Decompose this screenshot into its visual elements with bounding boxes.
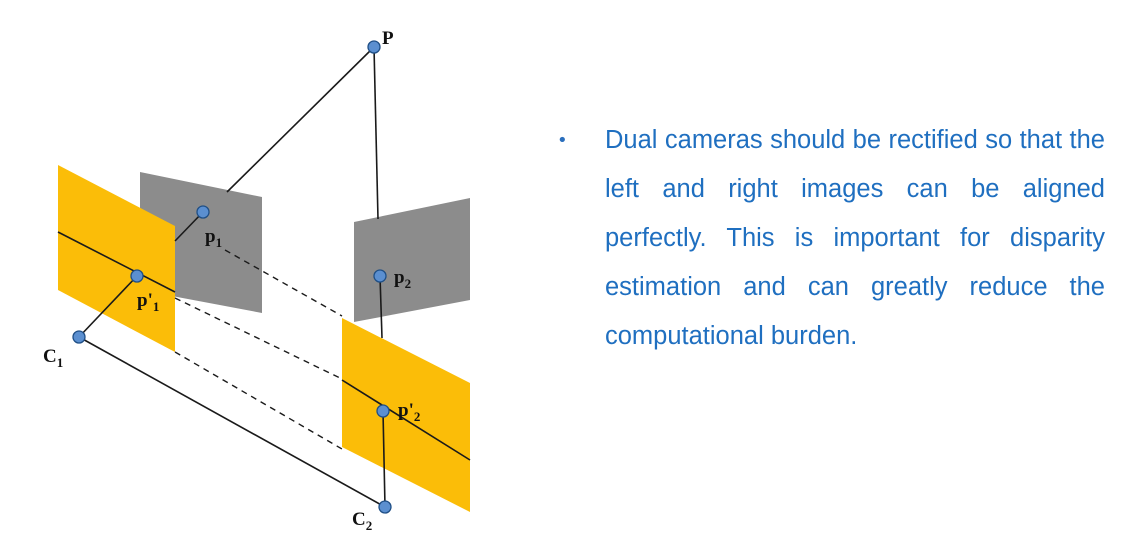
bullet-list: • Dual cameras should be rectified so th… [555,116,1115,361]
bullet-text: Dual cameras should be rectified so that… [605,126,1105,350]
point-C2 [378,500,392,514]
bullet-item: • Dual cameras should be rectified so th… [555,116,1115,361]
label-p1-prime: p'1 [137,290,159,314]
dashed-epipolar-p1-p2 [224,249,343,317]
point-p1 [196,205,210,219]
bullet-marker: • [557,130,568,151]
dashed-epipolar-p1prime-p2prime [174,297,343,380]
right-scanline [341,379,471,461]
label-p2-prime: p'2 [398,400,420,424]
label-P: P [382,28,394,49]
point-p2-prime [376,404,390,418]
stereo-rectification-diagram: P p1 p2 p'1 p'2 C1 C2 [43,28,471,533]
ray-C2-to-p2prime [382,410,386,508]
right-original-image-plane [354,198,470,322]
point-P [367,40,381,54]
point-C1 [72,330,86,344]
ray-p2-to-p2prime [379,275,383,339]
right-rectified-image-plane [342,318,470,512]
label-C1: C1 [43,346,63,370]
ray-p1-to-p1prime [174,211,204,242]
point-p1-prime [130,269,144,283]
left-rectified-image-plane [58,165,175,352]
baseline-C1-C2 [78,336,386,508]
ray-P-to-right-camera [373,46,379,220]
ray-C1-to-p1prime [78,275,138,338]
label-p1: p1 [205,226,222,250]
point-p2 [373,269,387,283]
label-p2: p2 [394,267,411,291]
label-C2: C2 [352,509,372,533]
left-scanline [57,231,176,293]
ray-P-to-left-camera [226,46,375,193]
